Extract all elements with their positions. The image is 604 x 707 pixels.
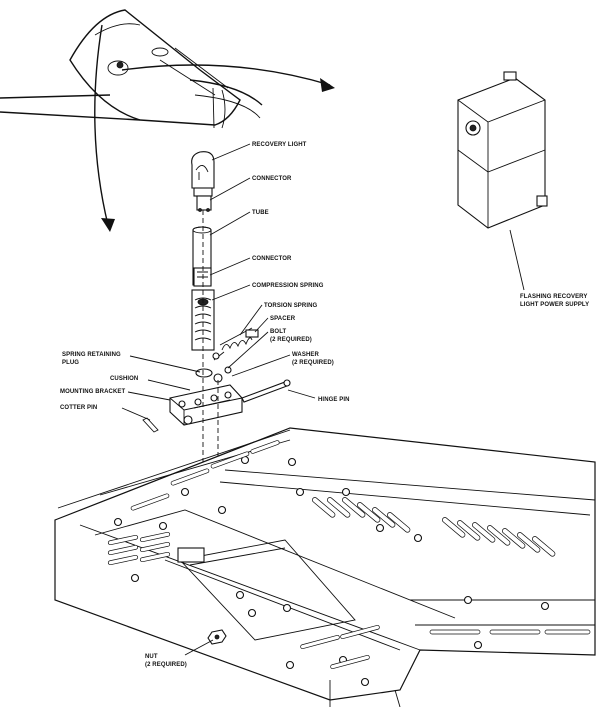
connector-mid-part — [193, 267, 212, 287]
label-nut-qty: (2 REQUIRED) — [145, 662, 187, 668]
label-spring-plug: SPRING RETAINING — [62, 352, 121, 358]
recovery-light-bulb — [191, 151, 215, 197]
label-washer: WASHER — [292, 352, 320, 358]
label-power-supply: FLASHING RECOVERY — [520, 294, 587, 300]
label-spring-plug-2: PLUG — [62, 360, 79, 366]
label-torsion-spring: TORSION SPRING — [264, 303, 318, 309]
label-cotter-pin: COTTER PIN — [60, 405, 97, 411]
power-supply-box — [457, 71, 548, 291]
torsion-spring-part — [213, 327, 259, 361]
label-mounting-bracket: MOUNTING BRACKET — [60, 389, 125, 395]
label-connector-top: CONNECTOR — [252, 176, 292, 182]
label-nut: NUT — [145, 654, 158, 660]
slots-top — [130, 440, 280, 511]
plug-washer-bolts — [195, 352, 232, 383]
capsule-nose — [0, 9, 263, 129]
label-bolt-qty: (2 REQUIRED) — [270, 337, 312, 343]
floor-platform — [54, 427, 596, 707]
label-recovery-light: RECOVERY LIGHT — [252, 142, 307, 148]
label-spacer: SPACER — [270, 316, 296, 322]
leader-lines — [121, 143, 316, 656]
label-connector-mid: CONNECTOR — [252, 256, 292, 262]
label-washer-qty: (2 REQUIRED) — [292, 360, 334, 366]
slots-bottom — [300, 624, 591, 670]
slots-left — [107, 531, 171, 566]
label-compression-spring: COMPRESSION SPRING — [252, 283, 324, 289]
label-bolt: BOLT — [270, 329, 287, 335]
connector-top-part — [196, 195, 212, 212]
label-tube: TUBE — [252, 210, 269, 216]
label-power-supply-2: LIGHT POWER SUPPLY — [520, 302, 589, 308]
curved-arrows — [94, 24, 335, 232]
slots-right — [312, 497, 556, 557]
cotter-pin-part — [142, 417, 159, 433]
label-cushion: CUSHION — [110, 376, 138, 382]
rivets — [113, 455, 550, 687]
hinge-pin-part — [241, 379, 291, 403]
label-hinge-pin: HINGE PIN — [318, 397, 350, 403]
mounting-bracket-part — [169, 384, 243, 426]
